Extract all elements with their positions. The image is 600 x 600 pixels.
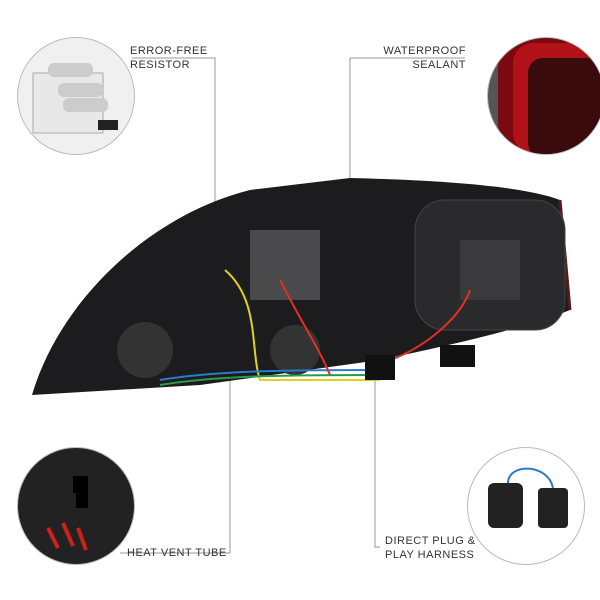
resistor-label-line1: ERROR-FREE: [130, 45, 208, 57]
sealant-label-line2: SEALANT: [412, 59, 466, 71]
wiring-harness: [159, 269, 471, 386]
socket-right: [270, 325, 320, 375]
sealant-icon: [498, 38, 600, 154]
resistor-detail-circle: [17, 37, 135, 155]
harness-label: DIRECT PLUG & PLAY HARNESS: [385, 534, 476, 562]
harness-plug-icon: [488, 467, 568, 528]
vent-detail-circle: [17, 447, 135, 565]
resistor-label: ERROR-FREE RESISTOR: [130, 44, 208, 72]
heat-arrows-icon: [46, 522, 88, 551]
harness-label-line1: DIRECT PLUG &: [385, 535, 476, 547]
harness-label-line2: PLAY HARNESS: [385, 549, 475, 561]
callout-lines: [120, 57, 465, 554]
vent-label-line1: HEAT VENT TUBE: [127, 547, 227, 559]
sealant-label: WATERPROOF SEALANT: [383, 44, 466, 72]
vent-label: HEAT VENT TUBE: [127, 546, 227, 560]
resistor-label-line2: RESISTOR: [130, 59, 191, 71]
sealant-detail-circle: [487, 37, 600, 155]
sealant-label-line1: WATERPROOF: [383, 45, 466, 57]
resistor-icon: [32, 63, 118, 134]
vent-tube-icon: [46, 476, 88, 551]
harness-detail-circle: [467, 447, 585, 565]
connector-plug: [365, 355, 395, 380]
connector-socket: [440, 345, 475, 367]
socket-left: [117, 322, 173, 378]
